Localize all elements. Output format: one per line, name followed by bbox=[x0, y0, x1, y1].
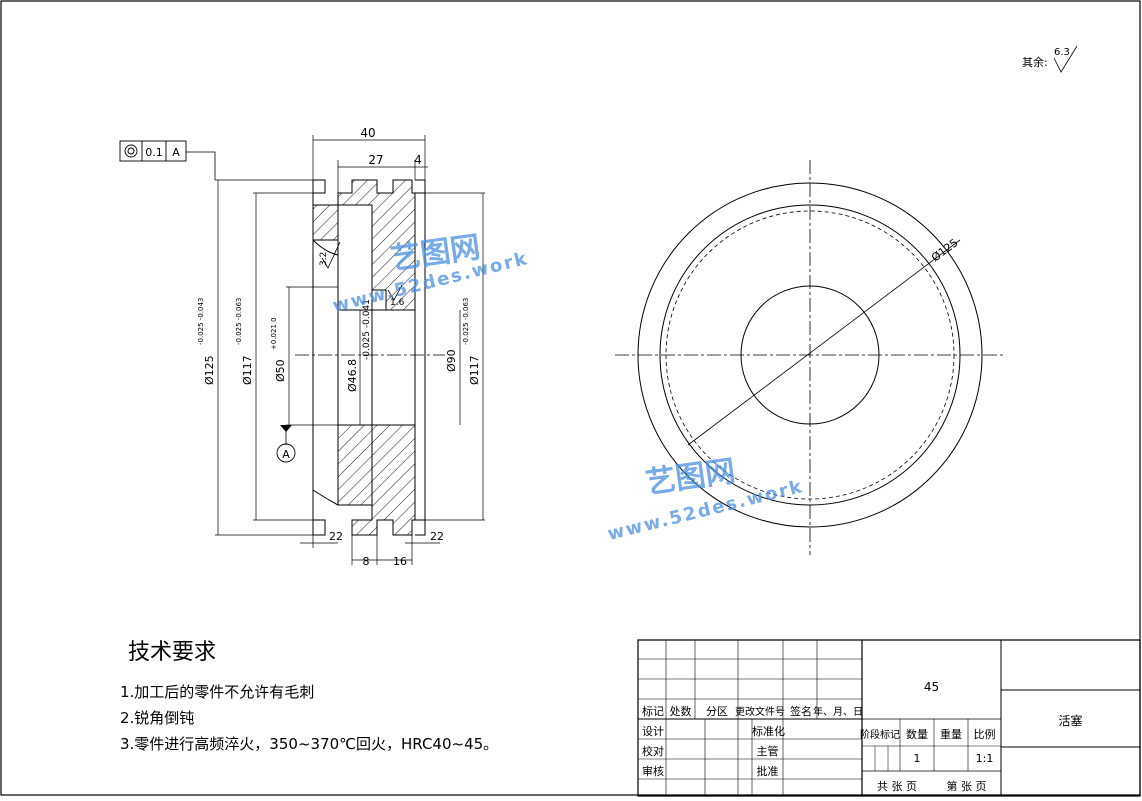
tb-header-file: 更改文件号 bbox=[735, 707, 785, 718]
title-block bbox=[637, 639, 1141, 797]
dim-d117-left-tol: -0.025 -0.063 bbox=[235, 298, 243, 345]
tech-requirement-1: 1.加工后的零件不允许有毛刺 bbox=[120, 683, 315, 701]
dim-4: 4 bbox=[414, 153, 422, 167]
roughness-3-2: 3.2 bbox=[319, 252, 329, 266]
tech-requirement-3: 3.零件进行高频淬火，350~370℃回火，HRC40~45。 bbox=[120, 735, 499, 753]
front-view bbox=[615, 160, 1005, 555]
dim-22-left: 22 bbox=[329, 530, 343, 543]
tb-sheet-no: 第 张 页 bbox=[946, 780, 987, 793]
tb-check: 校对 bbox=[642, 745, 664, 758]
dim-d50: Ø50 bbox=[274, 359, 287, 382]
tb-scale-value: 1:1 bbox=[975, 752, 994, 765]
hatch-upper-left bbox=[312, 204, 339, 241]
tech-requirements-title: 技术要求 bbox=[128, 640, 217, 665]
groove-top-left bbox=[313, 179, 326, 194]
tb-design: 设计 bbox=[642, 725, 664, 738]
tb-qty-value: 1 bbox=[913, 752, 921, 765]
section-view bbox=[186, 135, 485, 565]
tech-requirement-2: 2.锐角倒钝 bbox=[120, 709, 195, 727]
tolerance-value: 0.1 bbox=[145, 146, 163, 159]
dim-d46: Ø46.8 bbox=[346, 359, 359, 392]
tb-supervisor: 主管 bbox=[756, 745, 779, 758]
groove-bottom-right bbox=[415, 519, 426, 536]
tb-scale-label: 比例 bbox=[973, 728, 996, 741]
front-diameter-label: Ø125 bbox=[929, 236, 961, 264]
dim-16: 16 bbox=[393, 555, 407, 568]
tb-material: 45 bbox=[923, 680, 940, 694]
roughness-note-label: 其余: bbox=[1022, 55, 1048, 69]
tb-header-sign: 签名 bbox=[790, 705, 812, 718]
tb-weight-label: 重量 bbox=[940, 728, 962, 741]
tb-review: 审核 bbox=[642, 765, 664, 778]
roughness-mark-b bbox=[387, 284, 403, 301]
datum-a-label: A bbox=[282, 448, 290, 461]
dim-d125: Ø125 bbox=[203, 355, 216, 385]
front-diameter-leader bbox=[687, 239, 961, 446]
tb-sheets-total: 共 张 页 bbox=[877, 780, 917, 793]
datum-a-circle bbox=[276, 443, 296, 463]
tb-header-mark: 标记 bbox=[642, 705, 664, 718]
dim-d117-right: Ø117 bbox=[468, 355, 481, 385]
dim-d50-tol: +0.021 0 bbox=[270, 317, 278, 350]
hatch-lower-left bbox=[337, 424, 373, 506]
tb-header-date: 年、月、日 bbox=[813, 707, 863, 718]
tb-standard: 标准化 bbox=[752, 725, 785, 738]
tb-stage-label: 阶段标记 bbox=[860, 730, 900, 741]
dim-d90: Ø90 bbox=[445, 349, 458, 372]
tb-header-zone: 分区 bbox=[706, 705, 728, 718]
tolerance-frame bbox=[119, 140, 187, 162]
dim-d117-right-tol: -0.025 -0.063 bbox=[462, 298, 470, 345]
tb-part-name: 活塞 bbox=[1058, 714, 1083, 728]
dim-d125-tol: -0.025 -0.043 bbox=[197, 298, 205, 345]
dim-22-right: 22 bbox=[430, 530, 444, 543]
roughness-mark-a bbox=[321, 241, 341, 269]
dim-8: 8 bbox=[363, 555, 370, 568]
tb-approve: 批准 bbox=[756, 765, 779, 778]
roughness-note-symbol bbox=[1053, 45, 1078, 73]
dim-27: 27 bbox=[368, 153, 383, 167]
groove-bottom-left bbox=[313, 519, 326, 536]
fillet-lower bbox=[312, 489, 339, 506]
groove-top-right bbox=[415, 179, 426, 194]
dim-40: 40 bbox=[360, 126, 375, 140]
tb-qty-label: 数量 bbox=[906, 728, 928, 741]
dim-d46-tol: -0.025 -0.041 bbox=[362, 299, 372, 360]
tb-header-count: 处数 bbox=[669, 705, 692, 718]
roughness-1-6: 1.6 bbox=[390, 298, 405, 308]
roughness-note-value: 6.3 bbox=[1054, 47, 1070, 58]
tolerance-datum: A bbox=[172, 146, 180, 159]
fillet-upper bbox=[312, 239, 339, 256]
dim-d117-left: Ø117 bbox=[241, 355, 254, 385]
